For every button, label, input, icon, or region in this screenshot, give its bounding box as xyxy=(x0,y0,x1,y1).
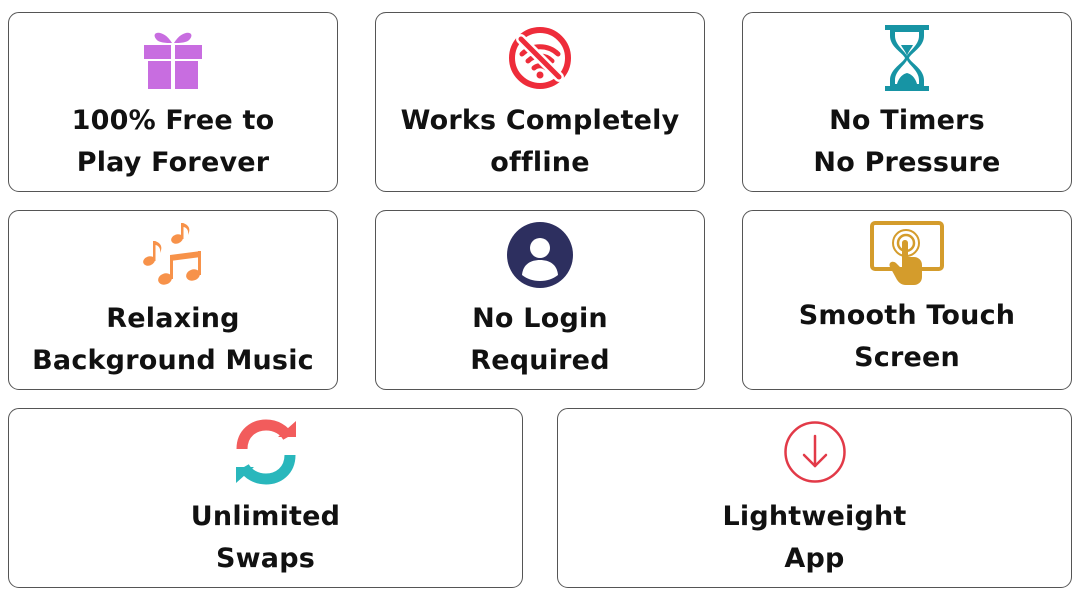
feature-card-free: 100% Free to Play Forever xyxy=(8,12,338,192)
feature-label: Lightweight App xyxy=(722,501,907,574)
music-notes-icon xyxy=(143,223,201,285)
feature-card-music: Relaxing Background Music xyxy=(8,210,338,390)
no-wifi-icon xyxy=(509,27,571,89)
swap-arrows-icon xyxy=(235,419,296,485)
touch-screen-icon xyxy=(870,221,944,285)
feature-card-no-timers: No Timers No Pressure xyxy=(742,12,1072,192)
feature-card-swaps: Unlimited Swaps xyxy=(8,408,523,588)
feature-label: No Timers No Pressure xyxy=(813,105,1001,178)
feature-card-offline: Works Completely offline xyxy=(375,12,705,192)
gift-icon xyxy=(144,32,202,91)
feature-label: No Login Required xyxy=(470,303,610,376)
feature-card-no-login: No Login Required xyxy=(375,210,705,390)
feature-label: Relaxing Background Music xyxy=(32,303,314,376)
feature-label: Unlimited Swaps xyxy=(190,501,341,574)
user-avatar-icon xyxy=(507,222,573,288)
feature-card-lightweight: Lightweight App xyxy=(557,408,1072,588)
feature-label: Works Completely offline xyxy=(400,105,680,178)
download-icon xyxy=(783,421,846,483)
feature-card-touch: Smooth Touch Screen xyxy=(742,210,1072,390)
feature-label: Smooth Touch Screen xyxy=(798,300,1016,373)
feature-label: 100% Free to Play Forever xyxy=(71,105,275,178)
hourglass-icon xyxy=(885,25,929,91)
